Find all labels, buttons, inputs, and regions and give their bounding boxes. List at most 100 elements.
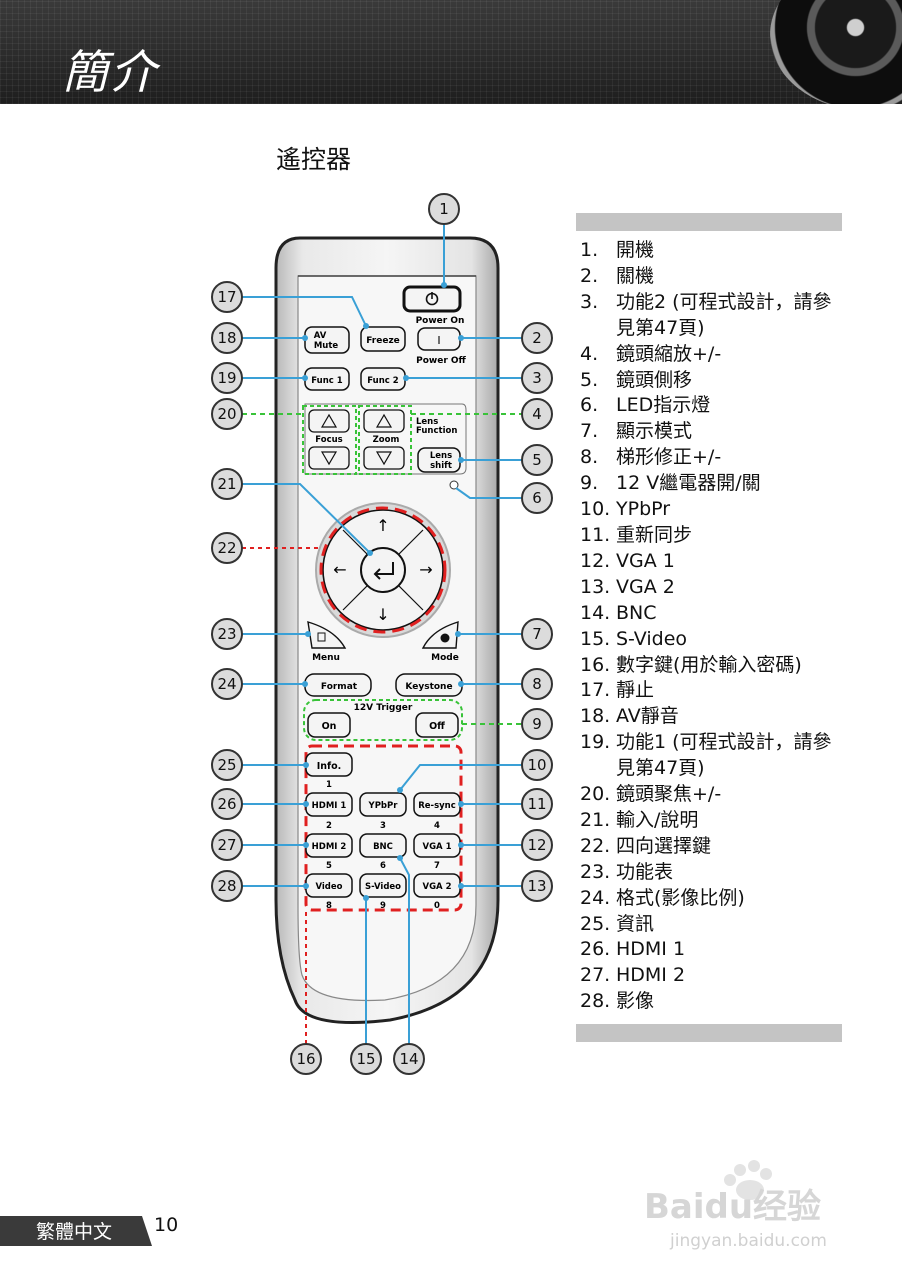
menu-button: [307, 621, 347, 649]
callout-17: 17: [211, 281, 243, 313]
legend-item: 14.BNC: [580, 601, 657, 624]
callout-15: 15: [350, 1043, 382, 1075]
callout-27: 27: [211, 829, 243, 861]
callout-25: 25: [211, 749, 243, 781]
legend-item: 1.開機: [580, 239, 655, 261]
svg-text:2: 2: [532, 329, 542, 347]
legend-item: 2.關機: [580, 264, 655, 287]
arrow-right-icon: →: [419, 560, 432, 579]
legend-item: 20.鏡頭聚焦+/-: [580, 783, 722, 806]
trigger-on-button: [307, 712, 351, 738]
callout-7: 7: [521, 618, 553, 650]
callout-26: 26: [211, 788, 243, 820]
svideo-label: S-Video: [365, 882, 401, 892]
mode-label: Mode: [431, 653, 459, 663]
svg-text:4: 4: [532, 405, 542, 423]
digit-2: 2: [326, 821, 332, 831]
svg-text:18: 18: [217, 329, 236, 347]
ypbpr-button: [359, 792, 407, 817]
svg-text:27: 27: [217, 836, 236, 854]
svg-text:24: 24: [217, 675, 236, 693]
svg-text:9: 9: [532, 715, 542, 733]
legend-item: 8.梯形修正+/-: [580, 446, 722, 469]
triangle-up-icon: [320, 413, 338, 428]
info-label: Info.: [317, 761, 342, 772]
section-title: 遙控器: [276, 145, 352, 174]
zoom-group-outline: [358, 405, 412, 475]
svg-text:3: 3: [532, 369, 542, 387]
hdmi2-label: HDMI 2: [312, 842, 347, 852]
menu-icon: [317, 632, 326, 642]
legend-item: 25.資訊: [580, 912, 655, 935]
svg-text:14: 14: [399, 1050, 418, 1068]
callout-6: 6: [521, 482, 553, 514]
legend-item: 5.鏡頭側移: [580, 368, 693, 391]
focus-label: Focus: [315, 435, 342, 445]
svg-text:23: 23: [217, 625, 236, 643]
focus-group-outline: [302, 405, 357, 475]
trigger-outline: [303, 699, 463, 741]
callout-8: 8: [521, 668, 553, 700]
legend-item: 13.VGA 2: [580, 575, 675, 598]
legend-item: 16.數字鍵(用於輸入密碼): [580, 653, 802, 676]
mode-button: [421, 621, 459, 649]
legend-item: 28.影像: [580, 990, 655, 1013]
trigger-on-label: On: [322, 721, 337, 732]
svg-text:19: 19: [217, 369, 236, 387]
digit-8: 8: [326, 901, 332, 911]
func1-label: Func 1: [311, 376, 342, 386]
legend-item: 4.鏡頭縮放+/-: [580, 342, 722, 365]
callout-2: 2: [521, 322, 553, 354]
digit-9: 9: [380, 901, 386, 911]
watermark-brand: Baidu经验: [644, 1187, 821, 1227]
svg-text:28: 28: [217, 877, 236, 895]
trigger-off-button: [415, 712, 459, 738]
enter-button: [360, 547, 406, 593]
legend-item: 9.12 V繼電器開/關: [580, 472, 761, 495]
lens-function-label-2: Function: [416, 426, 457, 436]
page-header: 簡介: [0, 0, 902, 104]
led-indicator: [449, 480, 459, 490]
svg-text:6: 6: [532, 489, 542, 507]
digit-1: 1: [326, 780, 332, 790]
legend-item: 24.格式(影像比例): [580, 886, 745, 909]
dpad-outline: [319, 506, 447, 634]
callout-4: 4: [521, 398, 553, 430]
digit-5: 5: [326, 861, 332, 871]
triangle-up-icon: [375, 413, 393, 428]
keystone-label: Keystone: [405, 682, 452, 692]
av-mute-label-2: Mute: [314, 341, 339, 351]
legend-item: 27.HDMI 2: [580, 964, 686, 987]
focus-up-button: [308, 409, 350, 433]
svg-text:15: 15: [356, 1050, 375, 1068]
triangle-down-icon: [375, 451, 393, 466]
legend-item: 12.VGA 1: [580, 549, 675, 572]
legend-top-bar: [576, 213, 842, 231]
svg-text:16: 16: [296, 1050, 315, 1068]
footer-language: 繁體中文: [36, 1221, 113, 1243]
svg-text:22: 22: [217, 539, 236, 557]
svg-text:12: 12: [527, 836, 546, 854]
svg-text:13: 13: [527, 877, 546, 895]
svg-text:26: 26: [217, 795, 236, 813]
digit-6: 6: [380, 861, 386, 871]
legend-item: 7.顯示模式: [580, 420, 693, 443]
callout-11: 11: [521, 788, 553, 820]
callout-9: 9: [521, 708, 553, 740]
footer-language-tab: [0, 1216, 152, 1246]
arrow-down-icon: ↓: [376, 605, 389, 624]
paw-icon: [724, 1160, 772, 1200]
svg-text:11: 11: [527, 795, 546, 813]
ypbpr-label: YPbPr: [368, 801, 399, 811]
callout-12: 12: [521, 829, 553, 861]
lens-function-label-1: Lens: [416, 417, 438, 427]
video-label: Video: [315, 882, 342, 892]
legend-bottom-bar: [576, 1024, 842, 1042]
svg-text:21: 21: [217, 475, 236, 493]
svg-text:8: 8: [532, 675, 542, 693]
vga2-label: VGA 2: [422, 882, 451, 892]
callout-21: 21: [211, 468, 243, 500]
arrow-up-icon: ↑: [376, 516, 389, 535]
zoom-label: Zoom: [373, 435, 400, 445]
callout-18: 18: [211, 322, 243, 354]
